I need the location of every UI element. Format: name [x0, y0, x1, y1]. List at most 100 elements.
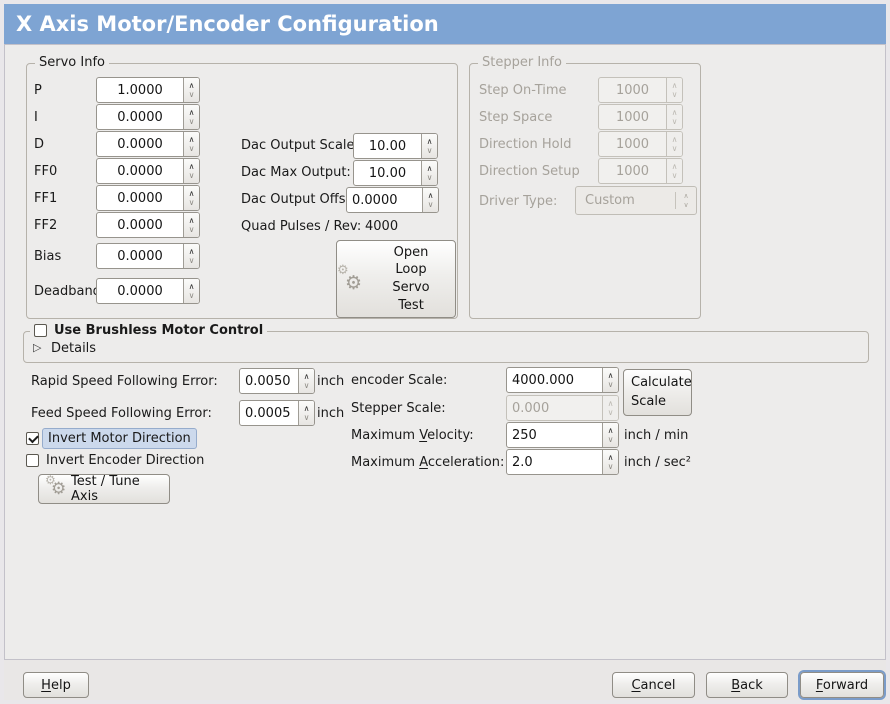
use-brushless-checkbox[interactable] [34, 324, 47, 337]
invert-encoder-label[interactable]: Invert Encoder Direction [46, 453, 205, 468]
spin-arrows-icon: ∧∨ [666, 105, 682, 129]
servo-bias-value[interactable]: 0.0000 [117, 248, 163, 264]
back-button[interactable]: Back [706, 672, 788, 698]
dac-output-scale-label: Dac Output Scale: [241, 138, 359, 153]
direction-setup-spinbox: 1000 ∧∨ [598, 158, 683, 184]
spin-arrows-icon[interactable]: ∧∨ [183, 105, 199, 129]
spin-arrows-icon[interactable]: ∧∨ [602, 450, 618, 474]
calculate-scale-button[interactable]: Calculate Scale [623, 369, 692, 416]
spin-arrows-icon[interactable]: ∧∨ [422, 188, 438, 212]
spin-arrows-icon[interactable]: ∧∨ [421, 134, 437, 158]
servo-field-label-d: D [34, 137, 45, 152]
dac-max-output-label: Dac Max Output: [241, 165, 351, 180]
servo-ff2-value[interactable]: 0.0000 [117, 217, 163, 233]
servo-ff0-spinbox[interactable]: 0.0000 ∧∨ [96, 158, 200, 184]
back-label: Back [731, 677, 763, 693]
servo-bias-spinbox[interactable]: 0.0000 ∧∨ [96, 243, 200, 269]
max-acceleration-spinbox[interactable]: 2.0 ∧∨ [506, 449, 619, 475]
max-acceleration-unit: inch / sec² [624, 455, 692, 470]
servo-ff1-value[interactable]: 0.0000 [117, 190, 163, 206]
details-expander-label[interactable]: Details [51, 341, 97, 356]
open-loop-servo-test-label: Open Loop Servo Test [392, 244, 430, 313]
servo-deadband-value[interactable]: 0.0000 [117, 283, 163, 299]
dac-max-output-value[interactable]: 10.00 [368, 165, 407, 181]
servo-d-spinbox[interactable]: 0.0000 ∧∨ [96, 131, 200, 157]
help-button[interactable]: Help [23, 672, 89, 698]
servo-field-label-ff0: FF0 [34, 164, 58, 179]
spin-arrows-icon[interactable]: ∧∨ [183, 78, 199, 102]
direction-hold-value: 1000 [615, 136, 650, 152]
spin-arrows-icon[interactable]: ∧∨ [183, 213, 199, 237]
encoder-scale-value[interactable]: 4000.000 [512, 372, 575, 388]
max-velocity-label: Maximum Velocity: [351, 428, 474, 443]
driver-type-dropdown: Custom ∧∨ [575, 186, 697, 215]
invert-encoder-checkbox[interactable] [26, 454, 39, 467]
direction-setup-label: Direction Setup [479, 164, 580, 179]
servo-i-spinbox[interactable]: 0.0000 ∧∨ [96, 104, 200, 130]
help-label: Help [41, 677, 71, 693]
spin-arrows-icon[interactable]: ∧∨ [298, 401, 314, 425]
servo-i-value[interactable]: 0.0000 [117, 109, 163, 125]
cancel-button[interactable]: Cancel [612, 672, 695, 698]
servo-ff2-spinbox[interactable]: 0.0000 ∧∨ [96, 212, 200, 238]
invert-motor-checkbox[interactable] [26, 432, 39, 445]
quad-pulses-label: Quad Pulses / Rev: [241, 219, 362, 234]
dac-output-offset-label: Dac Output Offset: [241, 192, 363, 207]
servo-field-label-bias: Bias [34, 249, 62, 264]
chevron-updown-icon: ∧∨ [683, 192, 689, 209]
feed-ferror-spinbox[interactable]: 0.0005 ∧∨ [239, 400, 315, 426]
spin-arrows-icon[interactable]: ∧∨ [602, 368, 618, 392]
servo-p-spinbox[interactable]: 1.0000 ∧∨ [96, 77, 200, 103]
spin-arrows-icon[interactable]: ∧∨ [421, 161, 437, 185]
spin-arrows-icon[interactable]: ∧∨ [183, 132, 199, 156]
spin-arrows-icon[interactable]: ∧∨ [183, 244, 199, 268]
encoder-scale-spinbox[interactable]: 4000.000 ∧∨ [506, 367, 619, 393]
dac-output-scale-value[interactable]: 10.00 [368, 138, 407, 154]
feed-ferror-value[interactable]: 0.0005 [245, 405, 291, 421]
page-title: X Axis Motor/Encoder Configuration [4, 4, 886, 44]
dac-output-scale-spinbox[interactable]: 10.00 ∧∨ [353, 133, 438, 159]
servo-ff0-value[interactable]: 0.0000 [117, 163, 163, 179]
invert-motor-label[interactable]: Invert Motor Direction [42, 428, 197, 449]
max-velocity-spinbox[interactable]: 250 ∧∨ [506, 422, 619, 448]
stepper-scale-value: 0.000 [512, 400, 550, 416]
servo-p-value[interactable]: 1.0000 [117, 82, 163, 98]
spin-arrows-icon[interactable]: ∧∨ [183, 279, 199, 303]
spin-arrows-icon[interactable]: ∧∨ [602, 423, 618, 447]
servo-deadband-spinbox[interactable]: 0.0000 ∧∨ [96, 278, 200, 304]
stepper-info-title: Stepper Info [478, 55, 566, 70]
spin-arrows-icon[interactable]: ∧∨ [298, 369, 314, 393]
rapid-ferror-value[interactable]: 0.0050 [245, 373, 291, 389]
cancel-label: Cancel [631, 677, 676, 693]
action-area: Help Cancel Back Forward [4, 660, 886, 700]
servo-field-label-ff1: FF1 [34, 191, 58, 206]
use-brushless-label[interactable]: Use Brushless Motor Control [54, 323, 264, 338]
dac-output-offset-spinbox[interactable]: 0.0000 ∧∨ [346, 187, 439, 213]
spin-arrows-icon: ∧∨ [666, 78, 682, 102]
spin-arrows-icon[interactable]: ∧∨ [183, 186, 199, 210]
servo-field-label-p: P [34, 83, 42, 98]
rapid-ferror-spinbox[interactable]: 0.0050 ∧∨ [239, 368, 315, 394]
spin-arrows-icon: ∧∨ [666, 132, 682, 156]
max-velocity-value[interactable]: 250 [512, 427, 537, 443]
servo-ff1-spinbox[interactable]: 0.0000 ∧∨ [96, 185, 200, 211]
calculate-scale-label: Calculate Scale [631, 375, 692, 409]
spin-arrows-icon: ∧∨ [666, 159, 682, 183]
dac-max-output-spinbox[interactable]: 10.00 ∧∨ [353, 160, 438, 186]
rapid-ferror-label: Rapid Speed Following Error: [31, 374, 218, 389]
dac-output-offset-value[interactable]: 0.0000 [352, 192, 398, 208]
quad-pulses-value: 4000 [365, 219, 399, 234]
max-velocity-unit: inch / min [624, 428, 689, 443]
forward-label: Forward [815, 677, 869, 693]
test-tune-axis-button[interactable]: ⚙⚙ Test / Tune Axis [38, 473, 170, 504]
feed-ferror-unit: inch [317, 406, 345, 421]
max-acceleration-value[interactable]: 2.0 [512, 454, 533, 470]
spin-arrows-icon[interactable]: ∧∨ [183, 159, 199, 183]
forward-button[interactable]: Forward [800, 672, 884, 698]
open-loop-servo-test-button[interactable]: ⚙⚙ Open Loop Servo Test [336, 240, 456, 318]
step-space-spinbox: 1000 ∧∨ [598, 104, 683, 130]
direction-hold-label: Direction Hold [479, 137, 572, 152]
expander-triangle-icon[interactable]: ▷ [33, 341, 42, 354]
servo-d-value[interactable]: 0.0000 [117, 136, 163, 152]
